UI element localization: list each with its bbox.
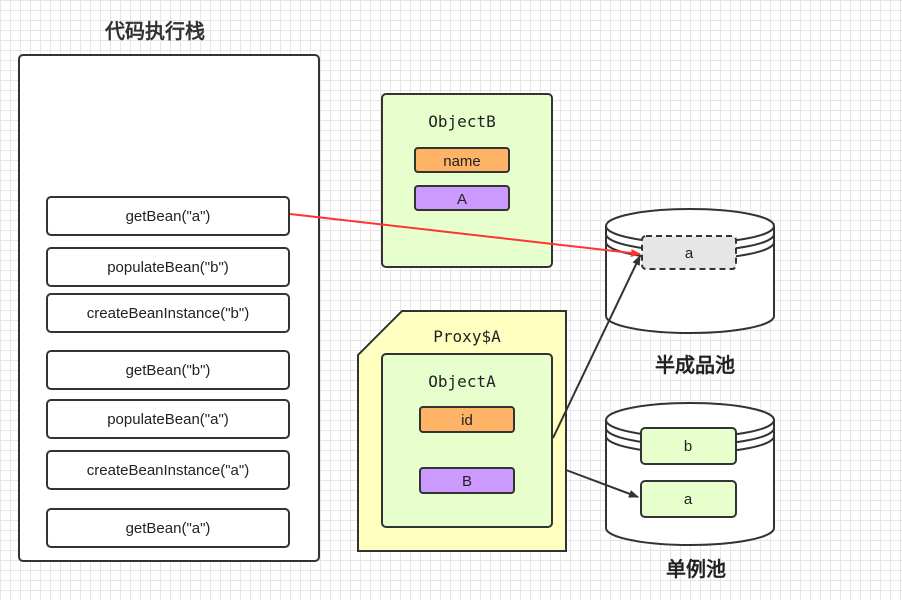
object-a-title: ObjectA (428, 372, 496, 391)
stack-title: 代码执行栈 (104, 19, 205, 43)
proxy-to-singleton-arrow (565, 469, 639, 498)
stack-frame: populateBean("a") (46, 399, 290, 439)
proxy-a: Proxy$A ObjectA id B (357, 310, 567, 552)
stack-frame: getBean("a") (46, 196, 290, 236)
field-b-box (419, 467, 515, 494)
red-arrow (289, 213, 641, 257)
stack-frame-label: createBeanInstance("b") (87, 305, 249, 322)
stack-frame: getBean("a") (46, 508, 290, 548)
field-id-box (419, 406, 515, 433)
semi-pool-label: 半成品池 (655, 353, 735, 377)
singleton-item-a (640, 480, 737, 518)
stack-frame: getBean("b") (46, 350, 290, 390)
singleton-pool: b a (605, 402, 775, 546)
field-a-label: A (457, 191, 467, 208)
stack-frame: createBeanInstance("b") (46, 293, 290, 333)
proxy-title: Proxy$A (433, 327, 501, 346)
singleton-item-b-label: b (684, 438, 692, 455)
stack-frame-label: populateBean("b") (107, 259, 229, 276)
object-b-title: ObjectB (428, 112, 495, 131)
object-b: ObjectB name A (381, 93, 553, 268)
stack-frame-label: getBean("a") (126, 208, 211, 225)
stack-frame-label: createBeanInstance("a") (87, 462, 249, 479)
semi-pool-item-label: a (685, 245, 694, 262)
stack-frame-label: getBean("a") (126, 520, 211, 537)
field-b-label: B (462, 473, 472, 490)
singleton-pool-label: 单例池 (666, 557, 726, 581)
stack-frame-label: getBean("b") (126, 362, 211, 379)
stack-frame: populateBean("b") (46, 247, 290, 287)
singleton-item-b (640, 427, 737, 465)
semi-pool: a (605, 208, 775, 334)
field-name-label: name (443, 153, 481, 170)
stack-frame-label: populateBean("a") (107, 411, 229, 428)
proxy-to-semi-arrow (552, 255, 641, 439)
field-id-label: id (461, 412, 473, 429)
stack-frame: createBeanInstance("a") (46, 450, 290, 490)
field-name-box (414, 147, 510, 173)
singleton-item-a-label: a (684, 491, 693, 508)
field-a-box (414, 185, 510, 211)
semi-pool-item-a (641, 235, 737, 270)
